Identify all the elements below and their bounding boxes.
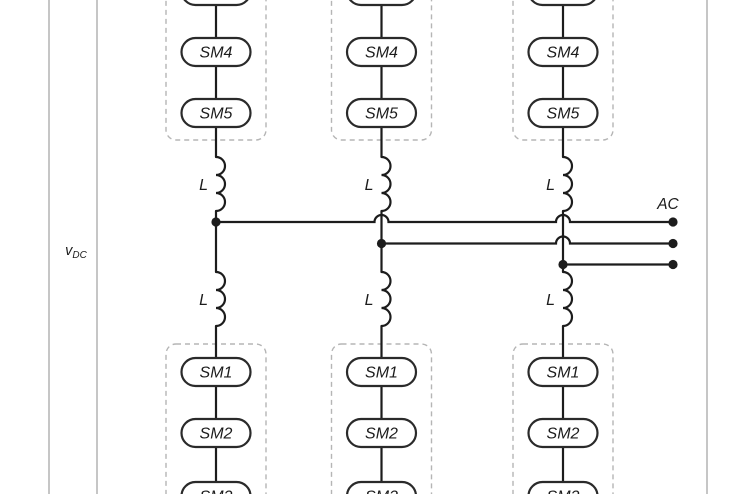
ac-terminal-dot bbox=[668, 259, 678, 270]
submodule-label: SM1 bbox=[200, 365, 233, 382]
junction-dot bbox=[211, 217, 221, 227]
submodule-capsule bbox=[180, 97, 252, 129]
submodule-capsule bbox=[346, 480, 417, 494]
submodule-capsule bbox=[183, 0, 249, 7]
arm-inductor-coil bbox=[380, 270, 392, 328]
submodule-capsule bbox=[348, 0, 415, 7]
submodule-label: SM3 bbox=[547, 489, 580, 494]
submodule-label: SM5 bbox=[547, 106, 580, 123]
arm-inductor-coil bbox=[561, 155, 574, 213]
submodule-label: SM5 bbox=[365, 106, 398, 123]
arm-inductor-label: L bbox=[546, 177, 555, 194]
junction-dot bbox=[558, 259, 568, 270]
submodule-label: SM1 bbox=[547, 365, 580, 382]
submodule-label: SM2 bbox=[200, 426, 233, 443]
phase-line bbox=[381, 235, 673, 245]
submodule-capsule bbox=[345, 36, 418, 68]
submodule-label: SM4 bbox=[365, 45, 398, 62]
junction-dot bbox=[376, 238, 387, 249]
ac-terminal-dot bbox=[668, 238, 678, 249]
submodule-capsule bbox=[345, 417, 418, 449]
submodule-capsule bbox=[180, 356, 252, 388]
submodule-capsule bbox=[527, 97, 599, 129]
arm-inductor-coil bbox=[214, 270, 227, 328]
ac-terminal-dot bbox=[668, 217, 678, 227]
dc-voltage-label: vDC bbox=[65, 243, 87, 261]
submodule-capsule bbox=[527, 356, 599, 388]
submodule-label: SM2 bbox=[365, 426, 398, 443]
arm-inductor-coil bbox=[214, 155, 227, 213]
submodule-label: SM3 bbox=[200, 489, 233, 494]
arm-inductor-label: L bbox=[199, 177, 208, 194]
submodule-capsule bbox=[345, 356, 418, 388]
submodule-label: SM1 bbox=[365, 365, 398, 382]
arm-inductor-label: L bbox=[546, 292, 555, 309]
submodule-label: SM4 bbox=[200, 45, 233, 62]
arm-inductor-label: L bbox=[365, 177, 374, 194]
arm-inductor-coil bbox=[380, 155, 392, 213]
submodule-label: SM2 bbox=[547, 426, 580, 443]
submodule-capsule bbox=[527, 480, 599, 494]
submodule-capsule bbox=[527, 417, 599, 449]
arm-inductor-label: L bbox=[199, 292, 208, 309]
arm-inductor-coil bbox=[561, 270, 574, 328]
ac-label: AC bbox=[656, 196, 679, 213]
submodule-label: SM3 bbox=[365, 489, 398, 494]
submodule-capsule bbox=[180, 36, 252, 68]
submodule-capsule bbox=[180, 417, 252, 449]
submodule-label: SM4 bbox=[547, 45, 580, 62]
submodule-capsule bbox=[180, 480, 252, 494]
submodule-capsule bbox=[530, 0, 596, 7]
submodule-capsule bbox=[345, 97, 418, 129]
submodule-label: SM5 bbox=[200, 106, 233, 123]
submodule-capsule bbox=[527, 36, 599, 68]
arm-inductor-label: L bbox=[365, 292, 374, 309]
phase-line bbox=[216, 213, 673, 224]
